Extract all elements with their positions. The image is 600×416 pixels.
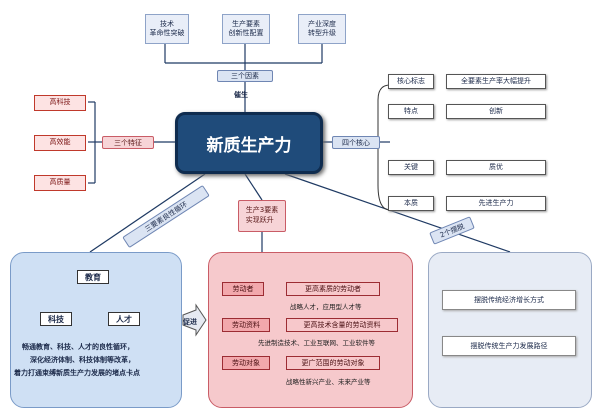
means-sub: 先进制造技术、工业互联网、工业软件等 xyxy=(258,339,375,347)
means-value: 更高技术含量的劳动资料 xyxy=(286,318,398,332)
top-box-tech: 技术 革命性突破 xyxy=(145,14,189,44)
core-new-productivity: 新质生产力 xyxy=(175,112,323,174)
labor-tag: 劳动者 xyxy=(222,282,264,296)
means-tag: 劳动资料 xyxy=(222,318,270,332)
core-value-feature: 创新 xyxy=(446,104,546,119)
core-label-key: 关键 xyxy=(388,160,434,175)
node-technology: 科技 xyxy=(40,312,72,326)
three-factors-upgrade-tag: 生产3要素 实现跃升 xyxy=(238,200,286,232)
node-education: 教育 xyxy=(77,270,109,284)
core-value-key: 质优 xyxy=(446,160,546,175)
core-label-essence: 本质 xyxy=(388,196,434,211)
cycle-text-2: 深化经济体制、科技体制等改革， xyxy=(30,356,135,364)
three-features-tag: 三个特征 xyxy=(102,136,154,149)
feature-high-quality: 高质量 xyxy=(34,175,86,191)
feature-high-efficiency: 高效能 xyxy=(34,135,86,151)
three-factors-tag: 三个因素 xyxy=(217,70,273,82)
core-value-essence: 先进生产力 xyxy=(446,196,546,211)
breakaway-productivity-path: 摆脱传统生产力发展路径 xyxy=(442,336,576,356)
feature-high-tech: 高科技 xyxy=(34,95,86,111)
object-sub: 战略性新兴产业、未来产业等 xyxy=(286,378,371,386)
promote-label: 促进 xyxy=(183,318,197,326)
top-box-industry: 产业深度 转型升级 xyxy=(298,14,346,44)
object-tag: 劳动对象 xyxy=(222,356,270,370)
breakaway-growth-mode: 摆脱传统经济增长方式 xyxy=(442,290,576,310)
gives-birth-label: 催生 xyxy=(234,91,248,99)
labor-value: 更高素质的劳动者 xyxy=(286,282,380,296)
breakaway-panel xyxy=(428,252,592,408)
four-cores-tag: 四个核心 xyxy=(332,136,380,149)
labor-sub: 战略人才，应用型人才等 xyxy=(290,303,362,311)
core-label-sign: 核心标志 xyxy=(388,74,434,89)
cycle-text-1: 畅通教育、科技、人才的良性循环， xyxy=(22,343,134,351)
top-box-factor: 生产要素 创新性配置 xyxy=(222,14,270,44)
cycle-text-3: 着力打通束缚新质生产力发展的堵点卡点 xyxy=(14,369,140,377)
node-talent: 人才 xyxy=(108,312,140,326)
object-value: 更广范围的劳动对象 xyxy=(286,356,380,370)
core-value-sign: 全要素生产率大幅提升 xyxy=(446,74,546,89)
core-label-feature: 特点 xyxy=(388,104,434,119)
